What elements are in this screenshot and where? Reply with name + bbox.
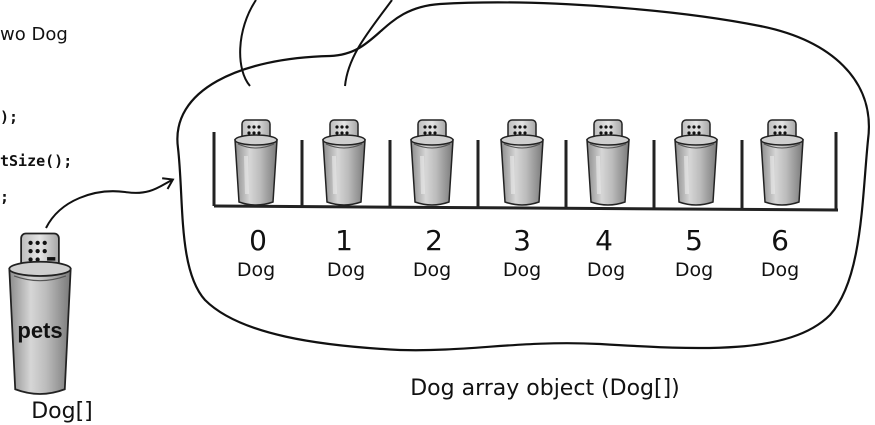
slot-type-label-3: Dog: [503, 259, 541, 281]
cup-icon: [8, 260, 72, 395]
index-label-2: 2: [425, 224, 443, 257]
index-label-0: 0: [249, 224, 267, 257]
index-label-4: 4: [595, 224, 613, 257]
slot-type-label-4: Dog: [587, 259, 625, 281]
slot-type-label-2: Dog: [413, 259, 451, 281]
reference-line-slot-1: [344, 0, 393, 87]
code-text-partial: wo Dog: [0, 24, 68, 45]
index-label-3: 3: [513, 224, 531, 257]
pets-reference-arrow: [45, 177, 175, 229]
type-labels: Dog Dog Dog Dog Dog Dog Dog: [237, 259, 799, 281]
code-line-3: tSize();: [0, 152, 73, 170]
code-line-2: );: [0, 108, 19, 126]
reference-variable-name: pets: [17, 318, 62, 343]
array-object-caption: Dog array object (Dog[]): [410, 376, 680, 401]
array-shelf: [212, 132, 839, 212]
slot-type-label-0: Dog: [237, 259, 275, 281]
index-label-6: 6: [771, 224, 789, 257]
code-line-4: ;: [0, 188, 10, 206]
array-slot-cups: [233, 118, 805, 207]
index-labels: 0 1 2 3 4 5 6: [249, 224, 789, 257]
pets-reference-cup: [8, 232, 72, 395]
reference-type-caption: Dog[]: [31, 399, 93, 424]
slot-type-label-1: Dog: [327, 259, 365, 281]
array-object-outline: [176, 1, 870, 352]
reference-line-slot-0: [239, 0, 257, 87]
slot-type-label-5: Dog: [675, 259, 713, 281]
index-label-1: 1: [335, 224, 353, 257]
slot-type-label-6: Dog: [761, 259, 799, 281]
index-label-5: 5: [685, 224, 703, 257]
